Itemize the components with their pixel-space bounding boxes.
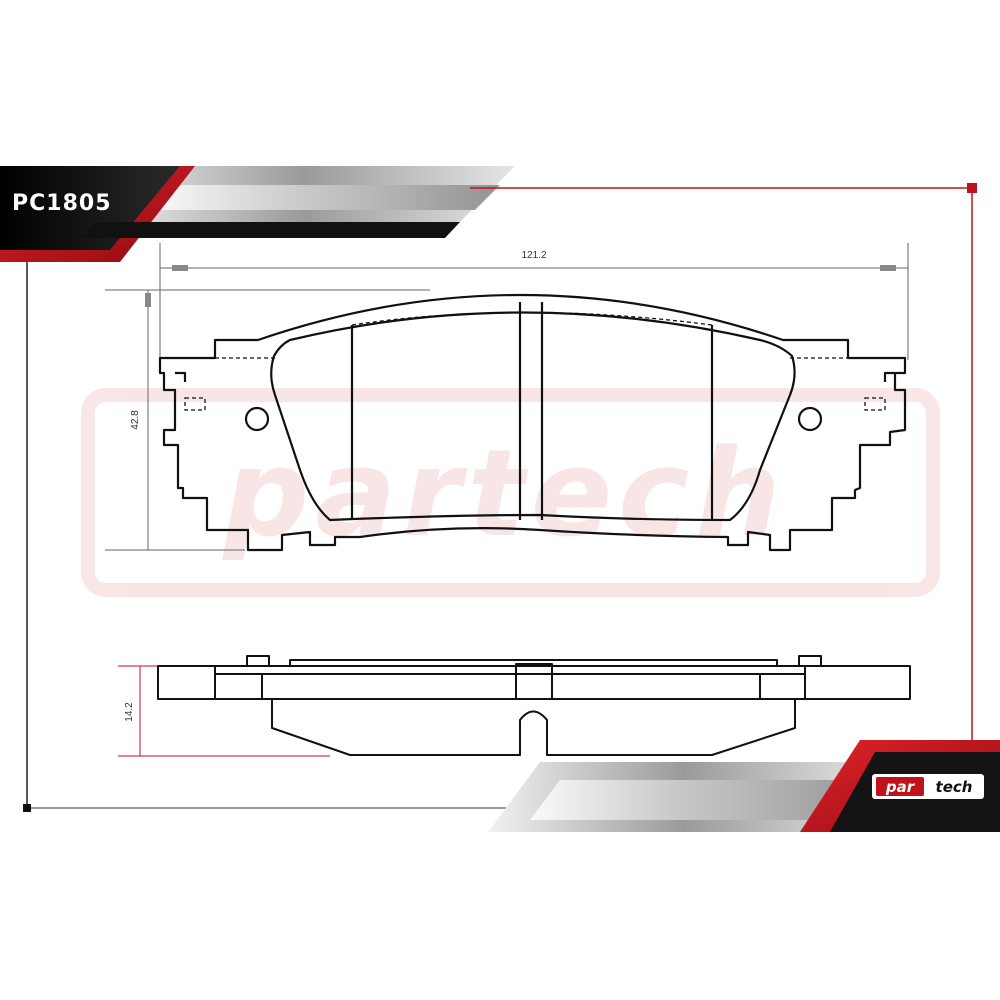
- thickness-dimension-label: 14.2: [124, 702, 135, 722]
- height-dimension: [105, 289, 430, 551]
- watermark-text-part2: tech: [467, 425, 786, 564]
- brake-pad-hidden-lines: [184, 311, 886, 411]
- height-dimension-label: 42.8: [130, 410, 141, 430]
- partech-logo: par tech: [872, 774, 984, 799]
- width-dimension-label: 121.2: [521, 250, 546, 261]
- header-banner: PC1805: [0, 166, 515, 262]
- thickness-dimension: [118, 665, 330, 757]
- logo-text-part1: par: [885, 778, 916, 796]
- brake-pad-side-view: [157, 655, 911, 756]
- width-dimension: [159, 243, 909, 360]
- svg-text:partech: partech: [221, 425, 786, 564]
- logo-text-part2: tech: [936, 778, 973, 796]
- part-code: PC1805: [12, 191, 112, 216]
- frame-lines: [23, 183, 977, 812]
- watermark-text-part1: par: [221, 425, 468, 564]
- brake-pad-front-view: [158, 293, 907, 552]
- watermark: partech: [81, 388, 940, 597]
